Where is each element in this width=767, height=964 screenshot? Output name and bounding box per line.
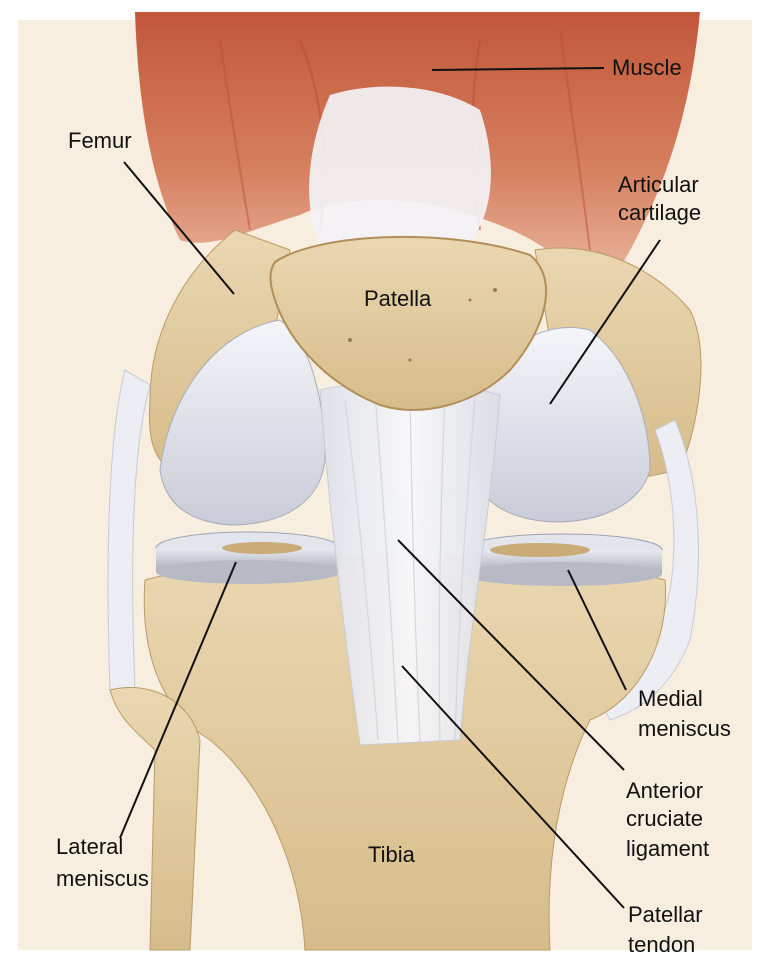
label-patella: Patella [364, 286, 432, 311]
label-patellar-tendon-line-1: Patellar [628, 902, 703, 927]
label-acl-line-1: Anterior [626, 778, 703, 803]
label-anterior-cruciate-ligament: Anterior cruciate ligament [626, 778, 709, 861]
label-acl-line-2: cruciate [626, 806, 703, 831]
label-patellar-tendon-line-2: tendon [628, 932, 695, 957]
label-medial-meniscus-line-1: Medial [638, 686, 703, 711]
label-tibia: Tibia [368, 842, 416, 867]
label-articular-cartilage-line-2: cartilage [618, 200, 701, 225]
label-acl-line-3: ligament [626, 836, 709, 861]
label-femur: Femur [68, 128, 132, 153]
label-lateral-meniscus-line-2: meniscus [56, 866, 149, 891]
label-lateral-meniscus-line-1: Lateral [56, 834, 123, 859]
label-muscle: Muscle [612, 55, 682, 80]
label-articular-cartilage-line-1: Articular [618, 172, 699, 197]
label-medial-meniscus-line-2: meniscus [638, 716, 731, 741]
